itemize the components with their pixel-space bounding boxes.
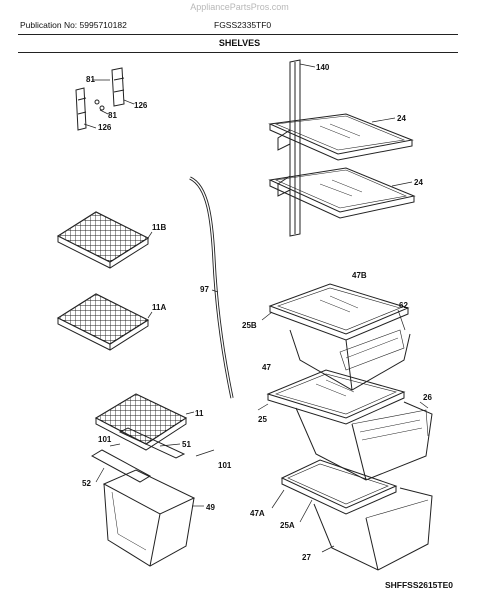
callout-140: 140 xyxy=(316,63,330,72)
meat-pan-27 xyxy=(313,487,433,571)
callout-47: 47 xyxy=(262,363,271,372)
wire-shelf-11b xyxy=(56,211,150,269)
wire-shelf-11a xyxy=(56,293,150,351)
publication-number: Publication No: 5995710182 xyxy=(20,20,127,30)
callout-81-lower: 81 xyxy=(108,111,117,120)
callout-11: 11 xyxy=(195,409,204,418)
shelf-bracket-part xyxy=(75,67,125,131)
crisper-cover-47 xyxy=(266,369,406,425)
storage-bin-49 xyxy=(102,469,196,567)
callout-11a: 11A xyxy=(152,303,166,312)
drawing-code: SHFFSS2615TE0 xyxy=(384,580,453,590)
callout-52: 52 xyxy=(82,479,91,488)
shelf-rail-part xyxy=(277,59,301,237)
callout-47b: 47B xyxy=(352,271,367,280)
callout-27: 27 xyxy=(302,553,311,562)
callout-101-right: 101 xyxy=(218,461,232,470)
watermark: AppliancePartsPros.com xyxy=(190,2,289,12)
callout-126-upper: 126 xyxy=(134,101,148,110)
callout-25a: 25A xyxy=(280,521,295,530)
callout-62: 62 xyxy=(399,301,408,310)
callout-47a: 47A xyxy=(250,509,265,518)
callout-11b: 11B xyxy=(152,223,166,232)
section-rule xyxy=(18,52,458,53)
wire-shelf-11 xyxy=(90,393,188,483)
trim-strip-part xyxy=(189,176,234,399)
callout-25: 25 xyxy=(258,415,267,424)
callout-26: 26 xyxy=(423,393,432,402)
callout-51: 51 xyxy=(182,440,191,449)
callout-24-lower: 24 xyxy=(414,178,423,187)
callout-25b: 25B xyxy=(242,321,257,330)
callout-126-lower: 126 xyxy=(98,123,112,132)
model-number: FGSS2335TF0 xyxy=(214,20,272,30)
callout-101-left: 101 xyxy=(98,435,112,444)
crisper-drawer-62 xyxy=(289,329,411,391)
callout-24-upper: 24 xyxy=(397,114,406,123)
callout-49: 49 xyxy=(206,503,215,512)
crisper-drawer-26 xyxy=(295,401,433,481)
section-title: SHELVES xyxy=(218,38,261,48)
meat-pan-cover-47a xyxy=(280,459,398,515)
glass-shelf-upper xyxy=(268,113,414,161)
header-rule xyxy=(18,34,458,35)
callout-97: 97 xyxy=(200,285,209,294)
callout-81-upper: 81 xyxy=(86,75,95,84)
glass-shelf-lower xyxy=(268,167,416,219)
